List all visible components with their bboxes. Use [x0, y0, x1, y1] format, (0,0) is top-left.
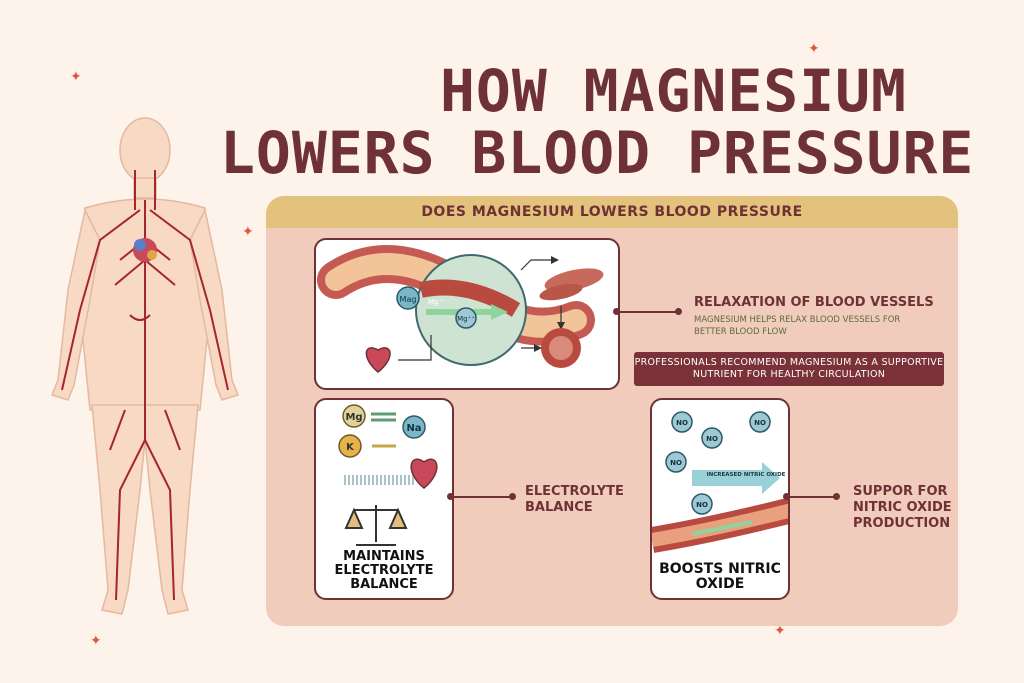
page-title: HOW MAGNESIUM LOWERS BLOOD PRESSURE — [220, 57, 1000, 184]
blood-vessel-illustration: Mag Mg⁺⁺ Mg⁺⁺ — [317, 245, 604, 373]
connector-line — [616, 311, 678, 313]
electrolyte-card: Mg Na K MAINTAINS ELECTROLYTE BALANCE — [314, 398, 454, 600]
electrolyte-caption: MAINTAINS ELECTROLYTE BALANCE — [334, 549, 434, 592]
connector-line — [786, 496, 836, 498]
electrolyte-label: ELECTROLYTE BALANCE — [525, 484, 624, 515]
recommendation-banner: PROFESSIONALS RECOMMEND MAGNESIUM AS A S… — [634, 352, 944, 386]
blood-vessels — [61, 170, 229, 601]
no-molecule-label: NO — [706, 435, 718, 443]
mg-label: Mg⁺⁺ — [428, 298, 446, 306]
electrolyte-illustration: Mg Na K — [338, 404, 438, 546]
no-molecule-label: NO — [676, 419, 688, 427]
connector-dot — [833, 493, 840, 500]
connector-dot — [509, 493, 516, 500]
connector-dot — [783, 493, 790, 500]
increased-no-label: INCREASED NITRIC OXIDE — [707, 472, 786, 478]
no-molecule-label: NO — [696, 501, 708, 509]
sparkle-icon: ✦ — [70, 69, 82, 85]
nitric-oxide-label: SUPPOR FOR NITRIC OXIDE PRODUCTION — [853, 484, 952, 531]
heart-icon — [365, 347, 391, 373]
panel-header: DOES MAGNESIUM LOWERS BLOOD PRESSURE — [266, 196, 958, 228]
human-circulatory-illustration — [51, 117, 239, 615]
sparkle-icon: ✦ — [808, 41, 820, 57]
nitric-oxide-illustration: NO NO NO NO NO INCREASED NITRIC OXIDE — [652, 411, 788, 553]
sparkle-icon: ✦ — [90, 633, 102, 649]
heart-icon — [133, 238, 157, 262]
heart-icon — [410, 458, 438, 489]
title-line-1: HOW MAGNESIUM — [440, 57, 907, 125]
connector-dot — [613, 308, 620, 315]
title-line-2: LOWERS BLOOD PRESSURE — [220, 119, 975, 187]
no-molecule-label: NO — [670, 459, 682, 467]
mag-label: Mag — [400, 295, 417, 304]
connector-line — [450, 496, 512, 498]
connector-dot — [447, 493, 454, 500]
sparkle-icon: ✦ — [774, 623, 786, 639]
sparkle-icon: ✦ — [242, 224, 254, 240]
scale-icon — [344, 505, 408, 546]
nitric-oxide-card: NO NO NO NO NO INCREASED NITRIC OXIDE BO… — [650, 398, 790, 600]
k-ion-label: K — [346, 442, 355, 453]
mg-ion-label: Mg — [345, 412, 362, 423]
relaxation-description: MAGNESIUM HELPS RELAX BLOOD VESSELS FOR … — [694, 315, 901, 337]
mg-label: Mg⁺⁺ — [457, 315, 475, 323]
relaxation-title: RELAXATION OF BLOOD VESSELS — [694, 295, 934, 310]
connector-dot — [675, 308, 682, 315]
na-ion-label: Na — [406, 423, 421, 434]
relaxation-card: Mag Mg⁺⁺ Mg⁺⁺ — [314, 238, 620, 390]
no-molecule-label: NO — [754, 419, 766, 427]
nitric-oxide-caption: BOOSTS NITRIC OXIDE — [659, 561, 781, 592]
muscle-icon — [539, 268, 604, 301]
